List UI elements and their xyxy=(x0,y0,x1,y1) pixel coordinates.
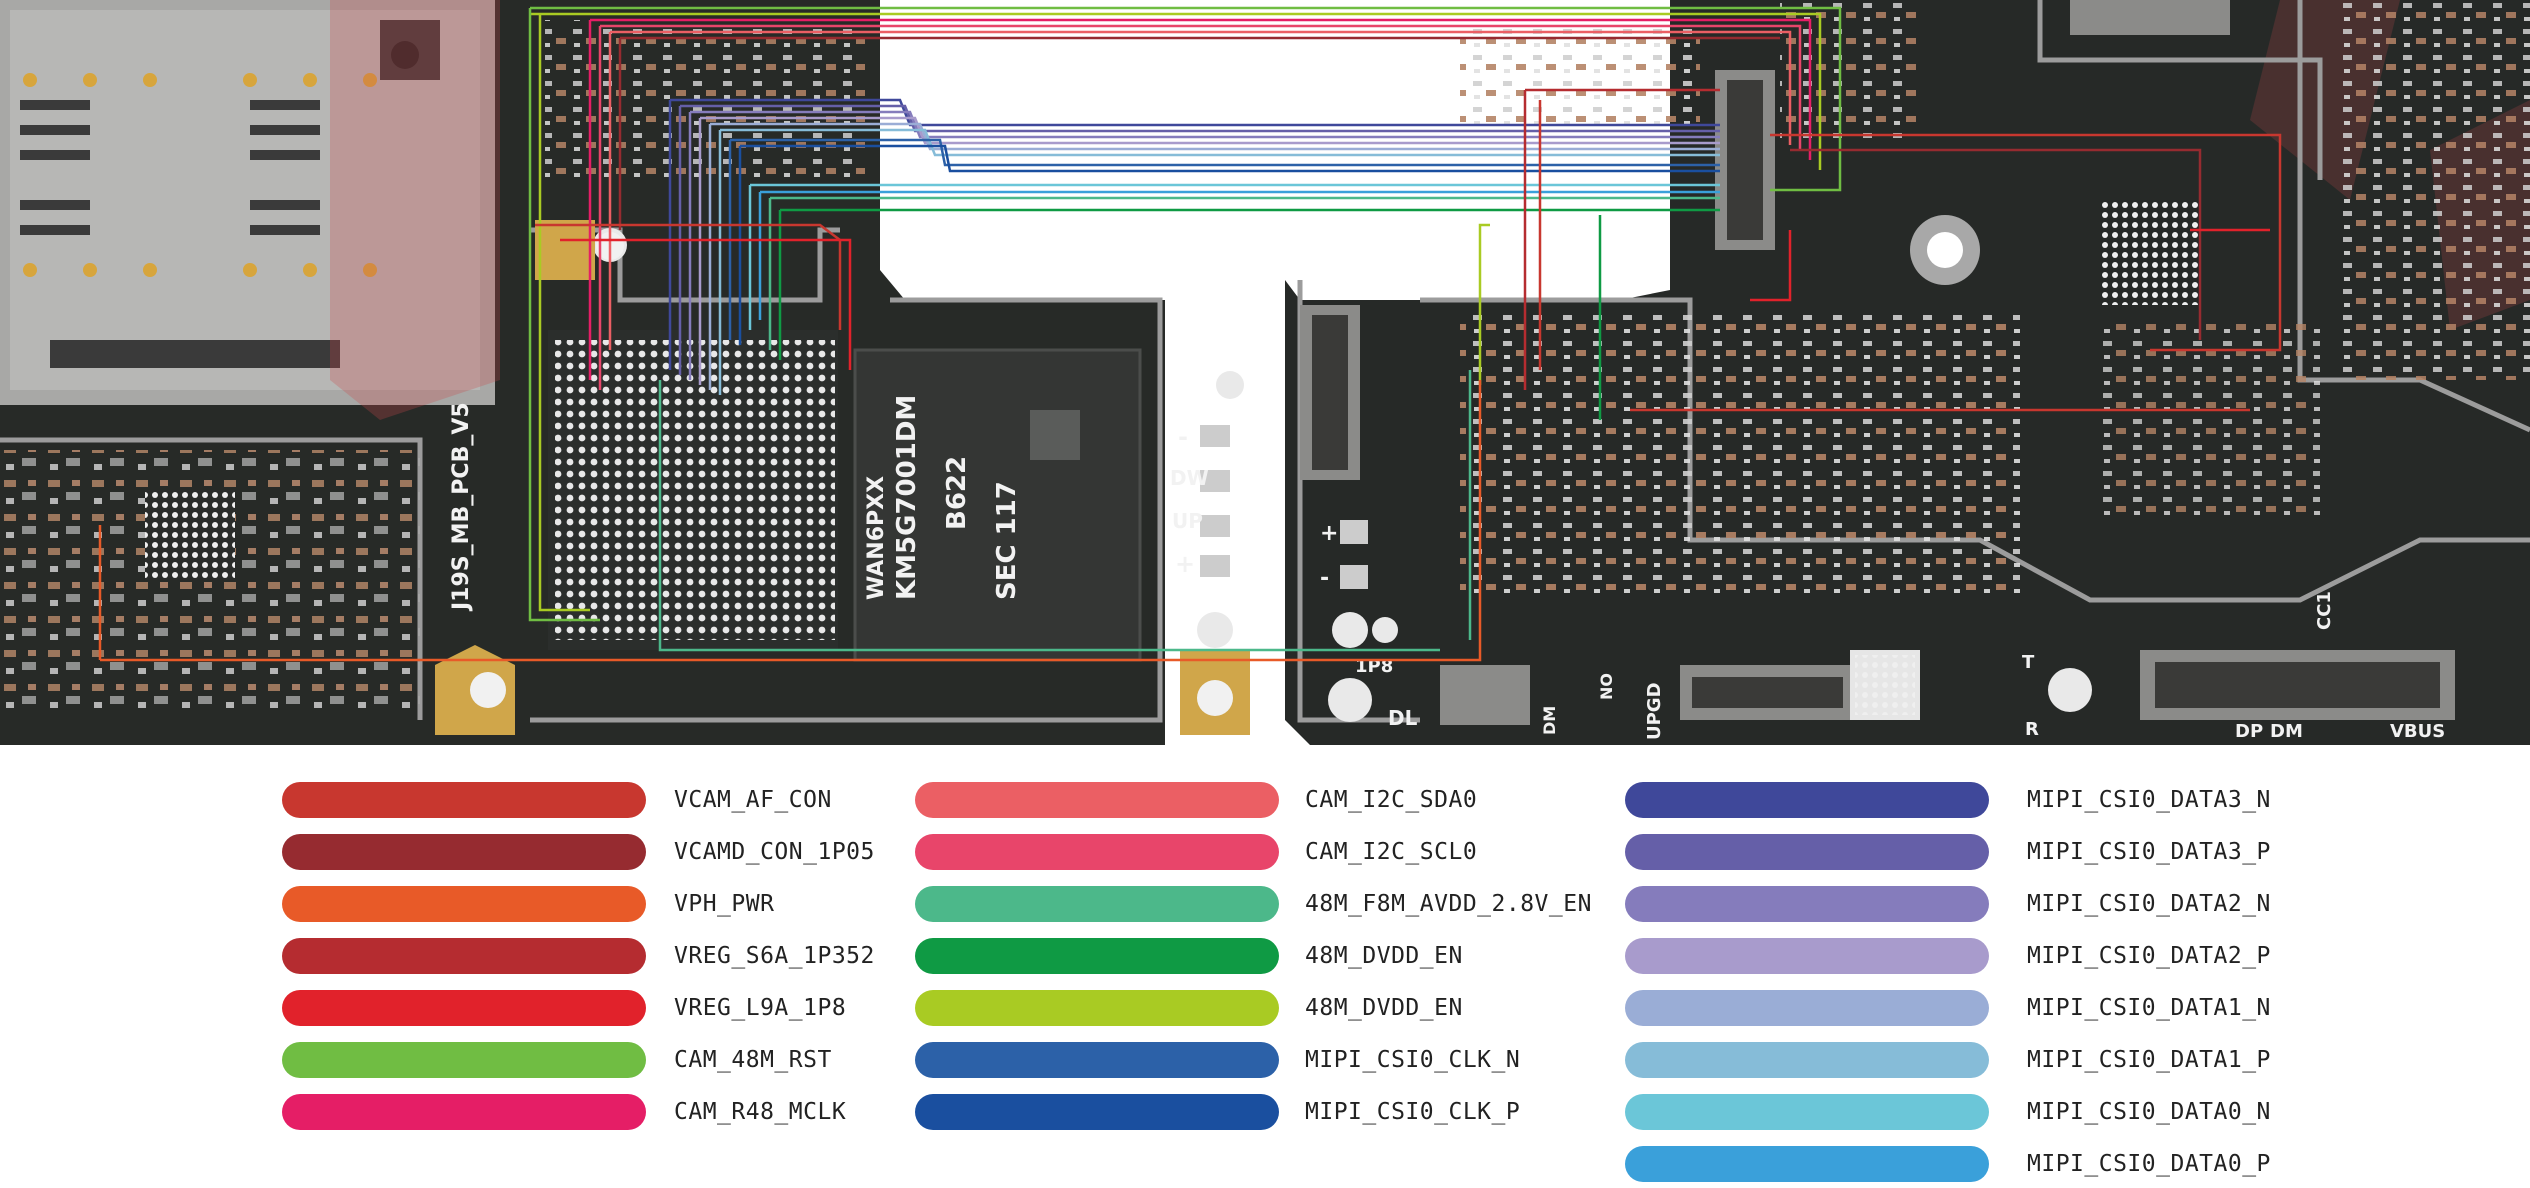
legend-label: CAM_R48_MCLK xyxy=(674,1099,847,1125)
silk-label-minus-2: - xyxy=(1320,566,1329,591)
pcb-board-diagram: KM5G7001DM B622 SEC 117 WAN6PXX xyxy=(0,0,2530,745)
legend-label: 48M_DVDD_EN xyxy=(1305,943,1463,969)
silk-label-t: T xyxy=(2022,652,2035,673)
legend-swatch xyxy=(1625,782,1989,818)
legend-swatch xyxy=(1625,1042,1989,1078)
legend-swatch xyxy=(915,1094,1279,1130)
silk-label-up: UP xyxy=(1172,509,1203,533)
legend-swatch xyxy=(915,834,1279,870)
legend-swatch xyxy=(1625,990,1989,1026)
silk-label-upgd: UPGD xyxy=(1644,682,1665,740)
memory-chip xyxy=(853,348,1142,662)
chip-marking: KM5G7001DM B622 SEC 117 WAN6PXX xyxy=(864,395,1022,600)
legend-label: VCAM_AF_CON xyxy=(674,787,832,813)
legend-swatch xyxy=(1625,1094,1989,1130)
legend-label: MIPI_CSI0_DATA0_N xyxy=(2027,1099,2271,1125)
legend-label: MIPI_CSI0_CLK_P xyxy=(1305,1099,1521,1125)
legend-label: 48M_F8M_AVDD_2.8V_EN xyxy=(1305,891,1592,917)
legend-swatch xyxy=(1625,1146,1989,1182)
silk-label-r: R xyxy=(2025,719,2039,740)
legend-label: MIPI_CSI0_DATA3_P xyxy=(2027,839,2271,865)
legend-swatch xyxy=(282,782,646,818)
silk-label-plus-2: + xyxy=(1320,521,1338,546)
legend-swatch xyxy=(282,886,646,922)
legend-label: MIPI_CSI0_DATA2_N xyxy=(2027,891,2271,917)
silk-label-minus-1: - xyxy=(1178,423,1188,451)
silk-label-plus-1: + xyxy=(1175,550,1195,578)
legend-swatch xyxy=(1625,834,1989,870)
legend-swatch xyxy=(915,782,1279,818)
legend-swatch xyxy=(915,1042,1279,1078)
silk-label-cc1: CC1 xyxy=(2314,591,2335,630)
connectors xyxy=(1300,0,2455,725)
chip-marking-line-1: KM5G7001DM xyxy=(892,395,922,600)
legend-swatch xyxy=(915,938,1279,974)
silk-label-no: NO xyxy=(1597,673,1616,700)
legend-label: MIPI_CSI0_CLK_N xyxy=(1305,1047,1521,1073)
legend-label: MIPI_CSI0_DATA1_P xyxy=(2027,1047,2271,1073)
silk-label-dl: DL xyxy=(1388,706,1418,730)
silk-label-dw: DW xyxy=(1170,466,1209,490)
legend: VCAM_AF_CON VCAMD_CON_1P05 VPH_PWR VREG_… xyxy=(0,745,2530,1188)
legend-label: VCAMD_CON_1P05 xyxy=(674,839,875,865)
legend-swatch xyxy=(1625,938,1989,974)
legend-label: CAM_I2C_SDA0 xyxy=(1305,787,1478,813)
legend-label: 48M_DVDD_EN xyxy=(1305,995,1463,1021)
legend-label: VREG_S6A_1P352 xyxy=(674,943,875,969)
signal-traces xyxy=(98,6,2282,662)
legend-swatch xyxy=(915,886,1279,922)
legend-swatch xyxy=(282,990,646,1026)
legend-label: MIPI_CSI0_DATA3_N xyxy=(2027,787,2271,813)
silk-label-dm-2: DM xyxy=(2270,721,2303,742)
silk-label-dm-1: DM xyxy=(1540,706,1559,735)
legend-label: VPH_PWR xyxy=(674,891,775,917)
legend-swatch xyxy=(915,990,1279,1026)
legend-label: CAM_48M_RST xyxy=(674,1047,832,1073)
legend-swatch xyxy=(282,938,646,974)
pcb-name-label: J19S_MB_PCB_V5 xyxy=(449,402,474,612)
legend-swatch xyxy=(282,1042,646,1078)
legend-label: MIPI_CSI0_DATA1_N xyxy=(2027,995,2271,1021)
legend-swatch xyxy=(1625,886,1989,922)
chip-marking-line-3: SEC 117 xyxy=(992,481,1022,600)
silk-label-dp: DP xyxy=(2235,721,2263,742)
silkscreen-labels: J19S_MB_PCB_V5 DW UP + - + - 1P8 DL DM N… xyxy=(449,402,2445,742)
chip-marking-line-4: WAN6PXX xyxy=(864,476,889,600)
legend-swatch xyxy=(282,1094,646,1130)
chip-marking-line-2: B622 xyxy=(942,456,972,530)
legend-label: MIPI_CSI0_DATA2_P xyxy=(2027,943,2271,969)
legend-label: MIPI_CSI0_DATA0_P xyxy=(2027,1151,2271,1177)
legend-label: VREG_L9A_1P8 xyxy=(674,995,847,1021)
legend-label: CAM_I2C_SCL0 xyxy=(1305,839,1478,865)
silk-label-vbus: VBUS xyxy=(2390,721,2445,742)
legend-swatch xyxy=(282,834,646,870)
